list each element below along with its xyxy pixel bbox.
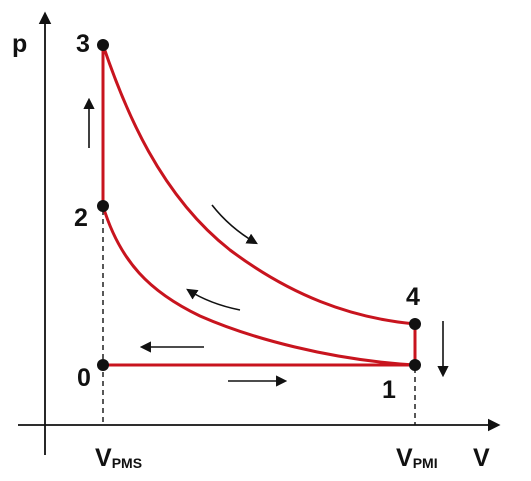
point-label-2: 2 bbox=[74, 204, 88, 232]
point-label-1: 1 bbox=[382, 376, 396, 404]
arrow-compression bbox=[186, 288, 241, 311]
point-label-0: 0 bbox=[77, 364, 91, 392]
x-axis-label: V bbox=[473, 444, 490, 472]
point-1 bbox=[409, 359, 421, 371]
vpms-label: VPMS bbox=[95, 444, 142, 472]
point-4 bbox=[409, 318, 421, 330]
arrow-expansion bbox=[211, 204, 258, 245]
vpmi-label: VPMI bbox=[396, 444, 438, 472]
point-0 bbox=[97, 359, 109, 371]
process-3-4-expansion bbox=[101, 43, 417, 326]
point-label-4: 4 bbox=[406, 283, 420, 311]
point-label-3: 3 bbox=[76, 30, 90, 58]
y-axis-label: p bbox=[12, 30, 27, 58]
point-2 bbox=[97, 200, 109, 212]
point-3 bbox=[97, 39, 109, 51]
process-1-2-compression bbox=[101, 204, 417, 367]
